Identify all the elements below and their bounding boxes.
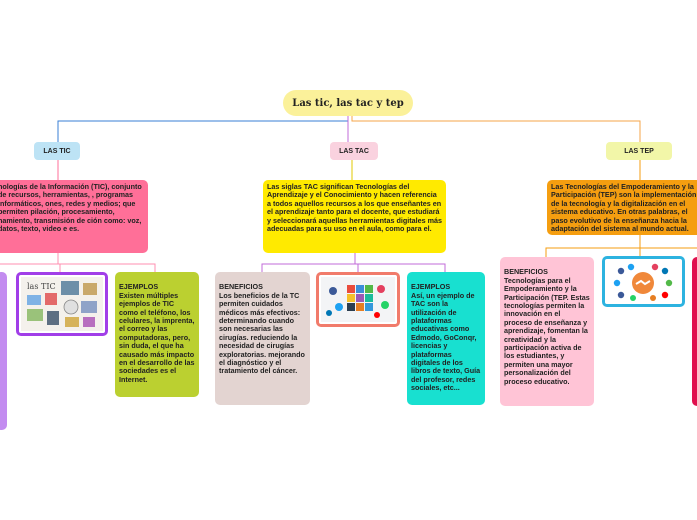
branch-label-tep[interactable]: LAS TEP <box>606 142 672 160</box>
tac-image <box>316 272 400 327</box>
connector-root-tic <box>57 116 349 142</box>
branch-label-tac[interactable]: LAS TAC <box>330 142 378 160</box>
tep-definition[interactable]: Las Tecnologías del Empoderamiento y la … <box>547 180 697 235</box>
connector-root-tep <box>351 116 641 142</box>
root-topic[interactable]: Las tic, las tac y tep <box>283 90 413 116</box>
tac-benefits[interactable]: BENEFICIOS Los beneficios de la TC permi… <box>215 272 310 405</box>
connector-tic-children <box>0 253 156 272</box>
tic-examples[interactable]: EJEMPLOS Existen múltiples ejemplos de T… <box>115 272 199 397</box>
tic-collage-icon: las TIC <box>21 277 103 331</box>
tep-image <box>602 256 685 307</box>
branch-label-tic[interactable]: LAS TIC <box>34 142 80 160</box>
tac-definition[interactable]: Las siglas TAC significan Tecnologías de… <box>263 180 446 253</box>
connector-tac-children <box>261 253 446 272</box>
social-handshake-icon <box>607 261 680 302</box>
tic-image: las TIC <box>16 272 108 336</box>
tep-benefits[interactable]: BENEFICIOS Tecnologías para el Empoderam… <box>500 257 594 406</box>
tic-left-partial-box <box>0 272 7 430</box>
tep-right-partial-box <box>692 257 697 406</box>
app-cube-icon <box>321 277 395 322</box>
tic-definition[interactable]: nologías de la Información (TIC), conjun… <box>0 180 148 253</box>
tic-image-caption: las TIC <box>27 282 56 291</box>
root-title: Las tic, las tac y tep <box>292 97 404 109</box>
connector-tep-children <box>545 235 697 257</box>
tac-examples[interactable]: EJEMPLOS Así, un ejemplo de TAC son la u… <box>407 272 485 405</box>
